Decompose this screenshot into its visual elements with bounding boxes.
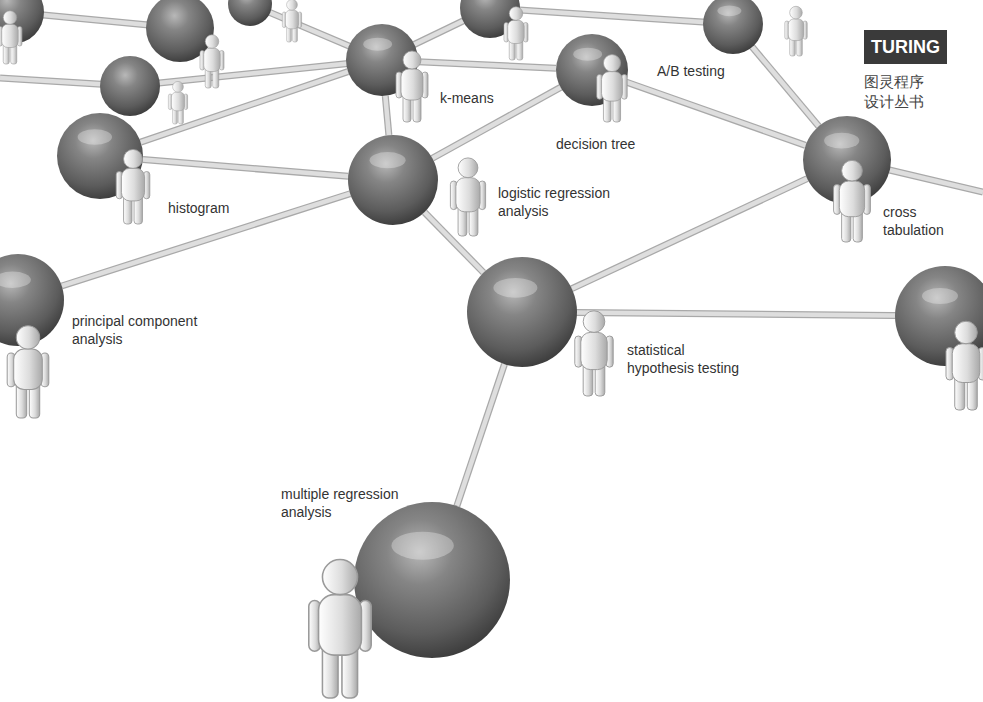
connector-rod: [62, 194, 350, 286]
connector-rod: [432, 87, 560, 158]
logo-box: TURING图灵程序 设计丛书: [864, 30, 947, 64]
technique-sphere: statistical hypothesis testing: [467, 257, 577, 367]
connector-rod: [424, 212, 483, 272]
connector-rod: [385, 96, 389, 135]
technique-sphere: principal component analysis: [0, 254, 64, 346]
connector-outline: [385, 96, 389, 135]
sphere-shape: [348, 135, 438, 225]
connector-rod: [432, 87, 560, 158]
connector-rod: [457, 364, 505, 506]
connector-outline: [432, 87, 560, 158]
connector-rod: [424, 212, 483, 272]
sphere-shape: [354, 502, 510, 658]
logo-text: TURING: [864, 30, 947, 64]
connector-rod: [418, 62, 556, 69]
technique-label: multiple regression analysis: [281, 485, 411, 521]
connector-rod: [626, 82, 806, 145]
sphere-shape: [703, 0, 763, 54]
technique-sphere: multiple regression analysis: [354, 502, 510, 658]
technique-label: principal component analysis: [72, 312, 198, 348]
technique-label: cross tabulation: [883, 203, 958, 239]
connector-outline: [418, 62, 556, 69]
background-spheres: [0, 0, 983, 366]
sphere-shape: [346, 24, 418, 96]
connector-rod: [62, 194, 350, 286]
technique-sphere: histogram: [57, 113, 143, 199]
connector-outline: [143, 160, 348, 177]
connector-outline: [626, 82, 806, 145]
connector-outline: [752, 47, 818, 126]
connector-rod: [418, 62, 556, 69]
technique-sphere: decision tree: [556, 34, 628, 106]
technique-sphere: logistic regression analysis: [348, 135, 438, 225]
connector-rod: [141, 72, 348, 143]
technique-sphere: cross tabulation: [803, 116, 891, 204]
sphere-shape: [57, 113, 143, 199]
technique-label: statistical hypothesis testing: [627, 341, 747, 377]
connector-outline: [62, 194, 350, 286]
connector-rod: [626, 82, 806, 145]
connector-rod: [457, 364, 505, 506]
sphere-shape: [556, 34, 628, 106]
connector-rod: [141, 72, 348, 143]
technique-label: A/B testing: [657, 62, 725, 80]
connector-rod: [752, 47, 818, 126]
sphere-shape: [803, 116, 891, 204]
sphere-shape: [467, 257, 577, 367]
connector-outline: [141, 72, 348, 143]
connector-rod: [143, 160, 348, 177]
connector-rod: [385, 96, 389, 135]
technique-sphere: A/B testing: [703, 0, 763, 54]
connector-rod: [752, 47, 818, 126]
technique-label: logistic regression analysis: [498, 184, 633, 220]
connector-rod: [143, 160, 348, 177]
technique-label: histogram: [168, 199, 229, 217]
connector-outline: [457, 364, 505, 506]
technique-sphere: k-means: [346, 24, 418, 96]
connector-outline: [424, 212, 483, 272]
series-name: 图灵程序 设计丛书: [864, 72, 929, 112]
technique-label: k-means: [440, 89, 494, 107]
sphere-shape: [0, 254, 64, 346]
technique-label: decision tree: [556, 135, 635, 153]
